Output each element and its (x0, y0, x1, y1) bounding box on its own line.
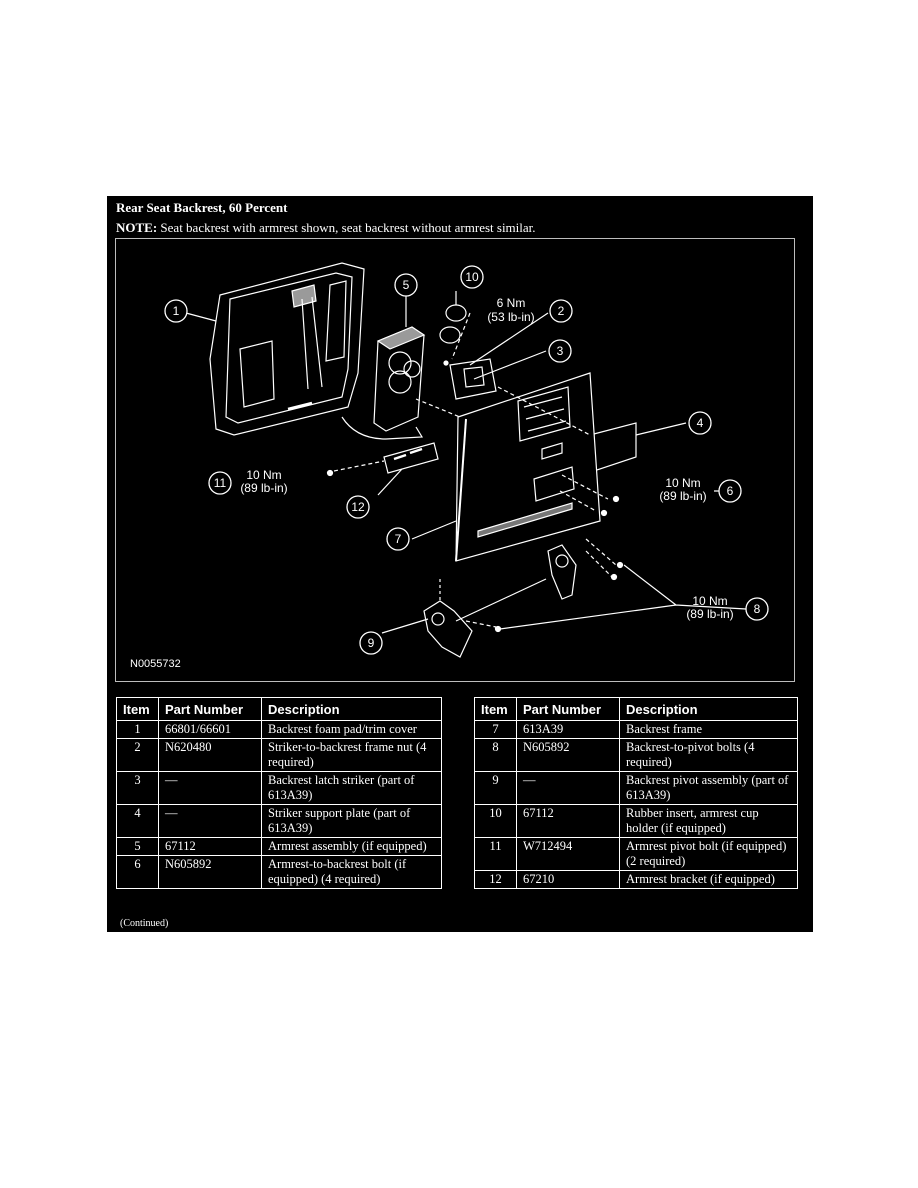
exploded-diagram: 1 2 3 4 5 6 7 8 9 10 11 12 6 Nm (53 lb-i… (115, 238, 795, 682)
callout-1: 1 (173, 304, 180, 318)
callout-3: 3 (557, 344, 564, 358)
callout-9: 9 (368, 636, 375, 650)
callout-12: 12 (351, 500, 365, 514)
callout-circles (164, 265, 769, 655)
continued-note: (Continued) (120, 918, 169, 929)
support-plate-shape (589, 422, 637, 472)
torque-6-nm: 10 Nm (665, 476, 700, 490)
table-row: 3—Backrest latch striker (part of 613A39… (116, 771, 442, 805)
header-description: Description (261, 697, 442, 721)
torque-2-nm: 6 Nm (497, 296, 526, 310)
torque-8-nm: 10 Nm (692, 594, 727, 608)
torque-labels: 6 Nm (53 lb-in) 10 Nm (89 lb-in) 10 Nm (… (240, 296, 733, 621)
callout-5: 5 (403, 278, 410, 292)
table-row: 9—Backrest pivot assembly (part of 613A3… (474, 771, 798, 805)
diagram-drawing: 1 2 3 4 5 6 7 8 9 10 11 12 6 Nm (53 lb-i… (130, 262, 769, 670)
torque-6-lbin: (89 lb-in) (659, 489, 706, 503)
note-text: Seat backrest with armrest shown, seat b… (157, 220, 536, 235)
table-row: 4—Striker support plate (part of 613A39) (116, 804, 442, 838)
parts-artwork (185, 262, 747, 658)
pivot-left-shape (423, 600, 473, 658)
table-header-row: Item Part Number Description (116, 697, 442, 721)
table-header-row: Item Part Number Description (474, 697, 798, 721)
callout-6: 6 (727, 484, 734, 498)
figure-panel: Rear Seat Backrest, 60 Percent NOTE: Sea… (107, 196, 813, 932)
latch-striker-shape (449, 358, 497, 400)
callout-11: 11 (214, 476, 227, 490)
torque-11-lbin: (89 lb-in) (240, 481, 287, 495)
rubber-insert-shape (445, 304, 467, 322)
callout-7: 7 (395, 532, 402, 546)
figure-id: N0055732 (130, 658, 181, 670)
callout-4: 4 (697, 416, 704, 430)
header-item: Item (474, 697, 517, 721)
figure-title: Rear Seat Backrest, 60 Percent (116, 200, 288, 215)
pivot-right-shape (547, 544, 577, 600)
callout-2: 2 (558, 304, 565, 318)
backrest-pad-shape (209, 262, 365, 436)
torque-11-nm: 10 Nm (246, 468, 281, 482)
header-part-number: Part Number (516, 697, 620, 721)
callout-numbers: 1 2 3 4 5 6 7 8 9 10 11 12 (173, 270, 761, 650)
backrest-frame-shape (455, 372, 601, 562)
armrest-bracket-shape (383, 442, 439, 474)
figure-note: NOTE: Seat backrest with armrest shown, … (116, 220, 536, 236)
header-item: Item (116, 697, 159, 721)
torque-2-lbin: (53 lb-in) (487, 310, 534, 324)
callout-10: 10 (465, 270, 479, 284)
header-part-number: Part Number (158, 697, 262, 721)
header-description: Description (619, 697, 798, 721)
callout-8: 8 (754, 602, 761, 616)
note-label: NOTE: (116, 220, 158, 235)
torque-8-lbin: (89 lb-in) (686, 607, 733, 621)
